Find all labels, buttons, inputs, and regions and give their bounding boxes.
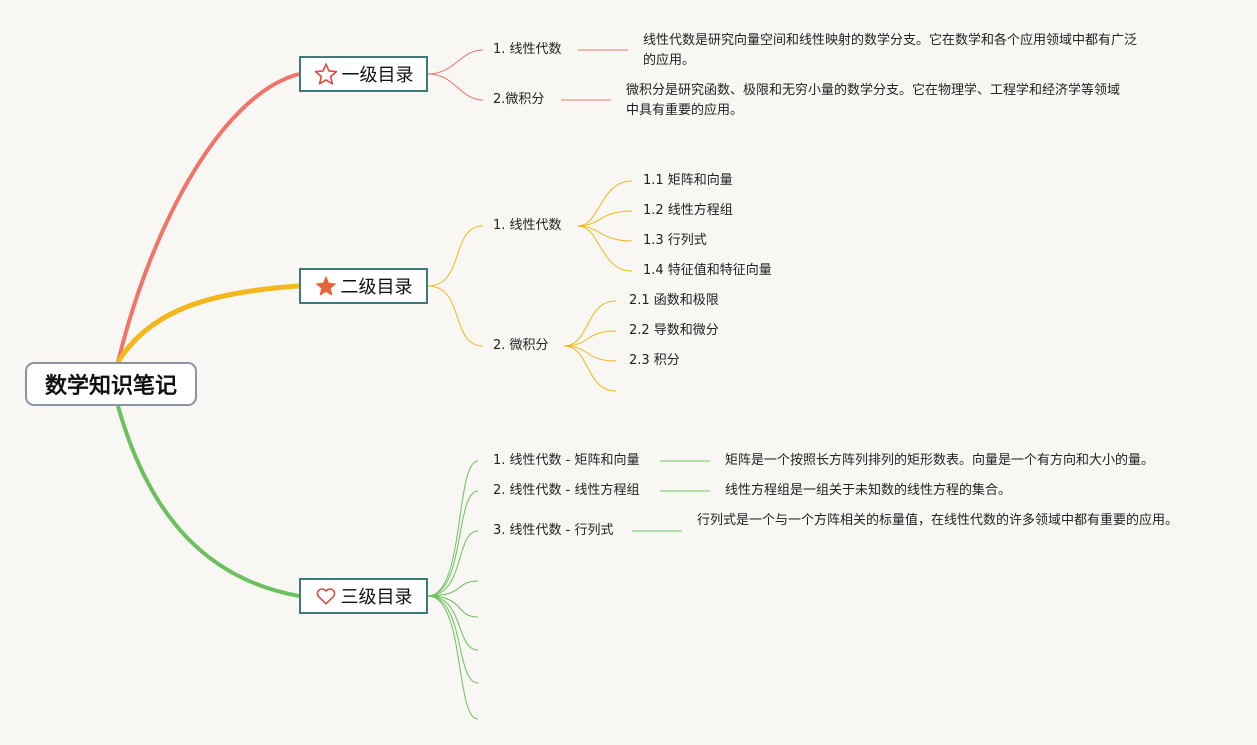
- root-title: 数学知识笔记: [44, 374, 177, 399]
- category-title: 二级目录: [340, 277, 413, 298]
- topic-label[interactable]: 1. 线性代数: [493, 42, 562, 57]
- topic-description: 微积分是研究函数、极限和无穷小量的数学分支。它在物理学、工程学和经济学等领域中具…: [626, 83, 1121, 118]
- subtopic-label[interactable]: 1.1 矩阵和向量: [643, 173, 733, 188]
- category-node-level3[interactable]: 三级目录: [299, 578, 428, 614]
- subtopic-label[interactable]: 1.2 线性方程组: [643, 203, 733, 218]
- branch-line-level1: [116, 72, 300, 363]
- topic-label[interactable]: 2. 微积分: [493, 338, 549, 353]
- topic-description: 行列式是一个与一个方阵相关的标量值，在线性代数的许多领域中都有重要的应用。: [697, 513, 1179, 528]
- category-title: 一级目录: [341, 65, 414, 86]
- subtopic-label[interactable]: 1.4 特征值和特征向量: [643, 263, 772, 278]
- topic-label[interactable]: 3. 线性代数 - 行列式: [493, 523, 614, 538]
- topic-description: 矩阵是一个按照长方阵列排列的矩形数表。向量是一个有方向和大小的量。: [725, 453, 1155, 468]
- star-outline-icon: [314, 62, 338, 86]
- topic-label[interactable]: 2. 线性代数 - 线性方程组: [493, 483, 640, 498]
- category-node-level1[interactable]: 一级目录: [299, 56, 428, 92]
- subtopic-label[interactable]: 1.3 行列式: [643, 233, 707, 248]
- subtopic-label[interactable]: 2.1 函数和极限: [629, 293, 719, 308]
- topic-label[interactable]: 1. 线性代数: [493, 218, 562, 233]
- root-node[interactable]: 数学知识笔记: [25, 362, 197, 406]
- category-node-level2[interactable]: 二级目录: [299, 268, 428, 304]
- topic-description: 线性代数是研究向量空间和线性映射的数学分支。它在数学和各个应用领域中都有广泛的应…: [643, 33, 1138, 68]
- star-filled-icon: [315, 275, 337, 297]
- topic-description: 线性方程组是一组关于未知数的线性方程的集合。: [725, 483, 1012, 498]
- heart-outline-icon: [315, 585, 337, 607]
- topic-label[interactable]: 2.微积分: [493, 92, 545, 107]
- branch-line-level3: [116, 405, 300, 598]
- category-title: 三级目录: [340, 587, 413, 608]
- branch-line-level2: [115, 283, 300, 364]
- subtopic-label[interactable]: 2.3 积分: [629, 353, 680, 368]
- topic-label[interactable]: 1. 线性代数 - 矩阵和向量: [493, 453, 640, 468]
- subtopic-label[interactable]: 2.2 导数和微分: [629, 323, 719, 338]
